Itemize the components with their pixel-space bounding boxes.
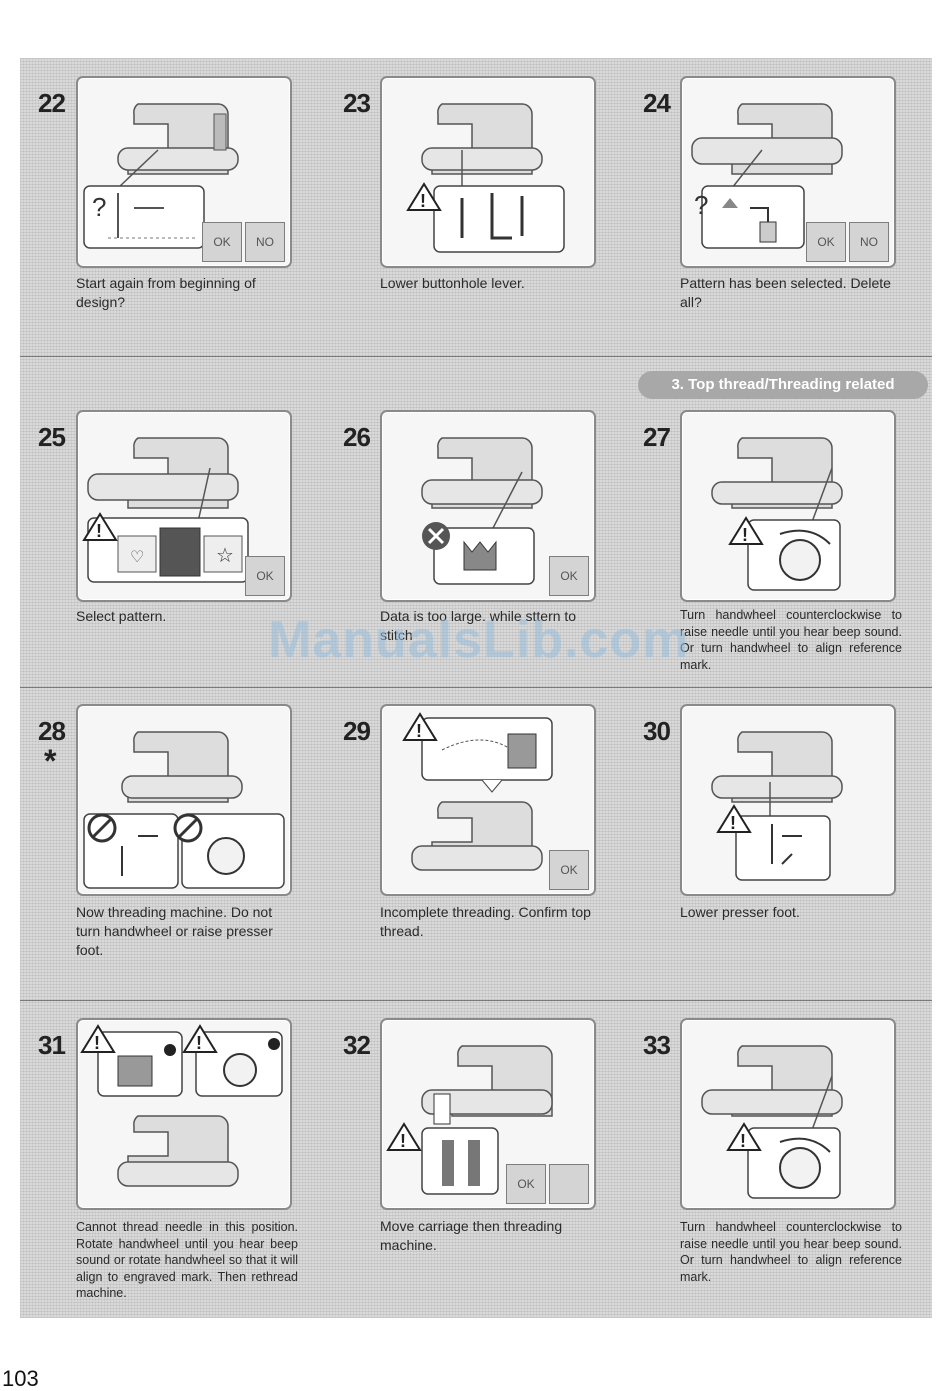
- thread-spool-icon: !: [402, 712, 553, 871]
- message-screen: !: [680, 410, 896, 602]
- message-number: 24: [643, 88, 671, 118]
- move-carriage-icon: !: [386, 1045, 553, 1195]
- handwheel-icon: !: [711, 437, 843, 591]
- message-number: 22: [38, 88, 66, 118]
- svg-text:!: !: [730, 813, 736, 833]
- message-screen: !: [680, 1018, 896, 1210]
- sewing-machine-icon: ?: [83, 103, 239, 249]
- message-caption: Incomplete threading. Confirm top thread…: [380, 904, 591, 939]
- message-screen: ! ☆ ♡ OK: [76, 410, 292, 602]
- ok-button[interactable]: OK: [549, 850, 589, 890]
- message-screen: [76, 704, 292, 896]
- message-screen: ! OK: [380, 1018, 596, 1210]
- svg-text:!: !: [196, 1033, 202, 1053]
- message-number: 23: [343, 88, 371, 118]
- message-number: 26: [343, 422, 371, 452]
- message-number: 32: [343, 1030, 371, 1060]
- svg-text:!: !: [400, 1131, 406, 1151]
- message-caption: Pattern has been selected. Delete all?: [680, 275, 891, 310]
- message-screen: !: [680, 704, 896, 896]
- message-number: 29: [343, 716, 371, 746]
- section-divider: [20, 356, 932, 357]
- message-screen: ? OK NO: [76, 76, 292, 268]
- svg-text:!: !: [94, 1033, 100, 1053]
- buttonhole-lever-icon: !: [406, 103, 565, 253]
- message-caption: Turn handwheel counterclockwise to raise…: [680, 608, 902, 672]
- handwheel-icon: !: [701, 1045, 843, 1199]
- svg-text:☆: ☆: [216, 543, 234, 567]
- ok-button[interactable]: OK: [549, 556, 589, 596]
- message-number: 30: [643, 716, 671, 746]
- svg-text:?: ?: [694, 190, 708, 220]
- message-screen: OK: [380, 410, 596, 602]
- message-number: 27: [643, 422, 671, 452]
- category-badge: 3. Top thread/Threading related: [638, 371, 928, 399]
- message-number: 33: [643, 1030, 671, 1060]
- no-handwheel-icon: [83, 731, 285, 889]
- message-caption: Move carriage then threading machine.: [380, 1218, 563, 1253]
- svg-text:!: !: [420, 191, 426, 211]
- message-caption: Now threading machine. Do not turn handw…: [76, 904, 273, 958]
- section-divider: [20, 1000, 932, 1001]
- watermark: ManualsLib.com: [268, 611, 690, 669]
- svg-text:!: !: [742, 525, 748, 545]
- message-caption: Cannot thread needle in this position. R…: [76, 1220, 298, 1300]
- message-caption: Data is too large. while sttern to stitc…: [380, 608, 577, 643]
- section-divider: [20, 687, 932, 688]
- page-number: 103: [2, 1366, 39, 1391]
- message-screen: ! OK: [380, 704, 596, 896]
- ok-button[interactable]: OK: [202, 222, 242, 262]
- message-caption: Select pattern.: [76, 608, 167, 624]
- no-button[interactable]: NO: [245, 222, 285, 262]
- select-pattern-icon: ! ☆ ♡: [82, 437, 249, 583]
- message-screen: ? OK NO: [680, 76, 896, 268]
- no-button[interactable]: NO: [849, 222, 889, 262]
- message-screen: !: [380, 76, 596, 268]
- svg-text:!: !: [96, 521, 102, 541]
- svg-text:!: !: [416, 721, 422, 741]
- back-button[interactable]: [549, 1164, 589, 1204]
- message-number: 28: [38, 716, 66, 746]
- ok-button[interactable]: OK: [506, 1164, 546, 1204]
- rethread-icon: ! !: [80, 1024, 283, 1187]
- svg-text:?: ?: [92, 192, 106, 222]
- delete-pattern-icon: ?: [691, 103, 843, 249]
- ok-button[interactable]: OK: [806, 222, 846, 262]
- message-caption: Turn handwheel counterclockwise to raise…: [680, 1220, 902, 1284]
- message-caption: Lower presser foot.: [680, 904, 800, 920]
- message-number: 25: [38, 422, 66, 452]
- svg-text:♡: ♡: [130, 547, 144, 566]
- data-too-large-icon: [421, 437, 543, 585]
- message-number: 31: [38, 1030, 66, 1060]
- message-caption: Lower buttonhole lever.: [380, 275, 525, 291]
- svg-text:!: !: [740, 1131, 746, 1151]
- asterisk-marker: *: [44, 743, 57, 779]
- ok-button[interactable]: OK: [245, 556, 285, 596]
- presser-foot-icon: !: [711, 731, 843, 881]
- message-screen: ! !: [76, 1018, 292, 1210]
- message-caption: Start again from beginning of design?: [76, 275, 256, 310]
